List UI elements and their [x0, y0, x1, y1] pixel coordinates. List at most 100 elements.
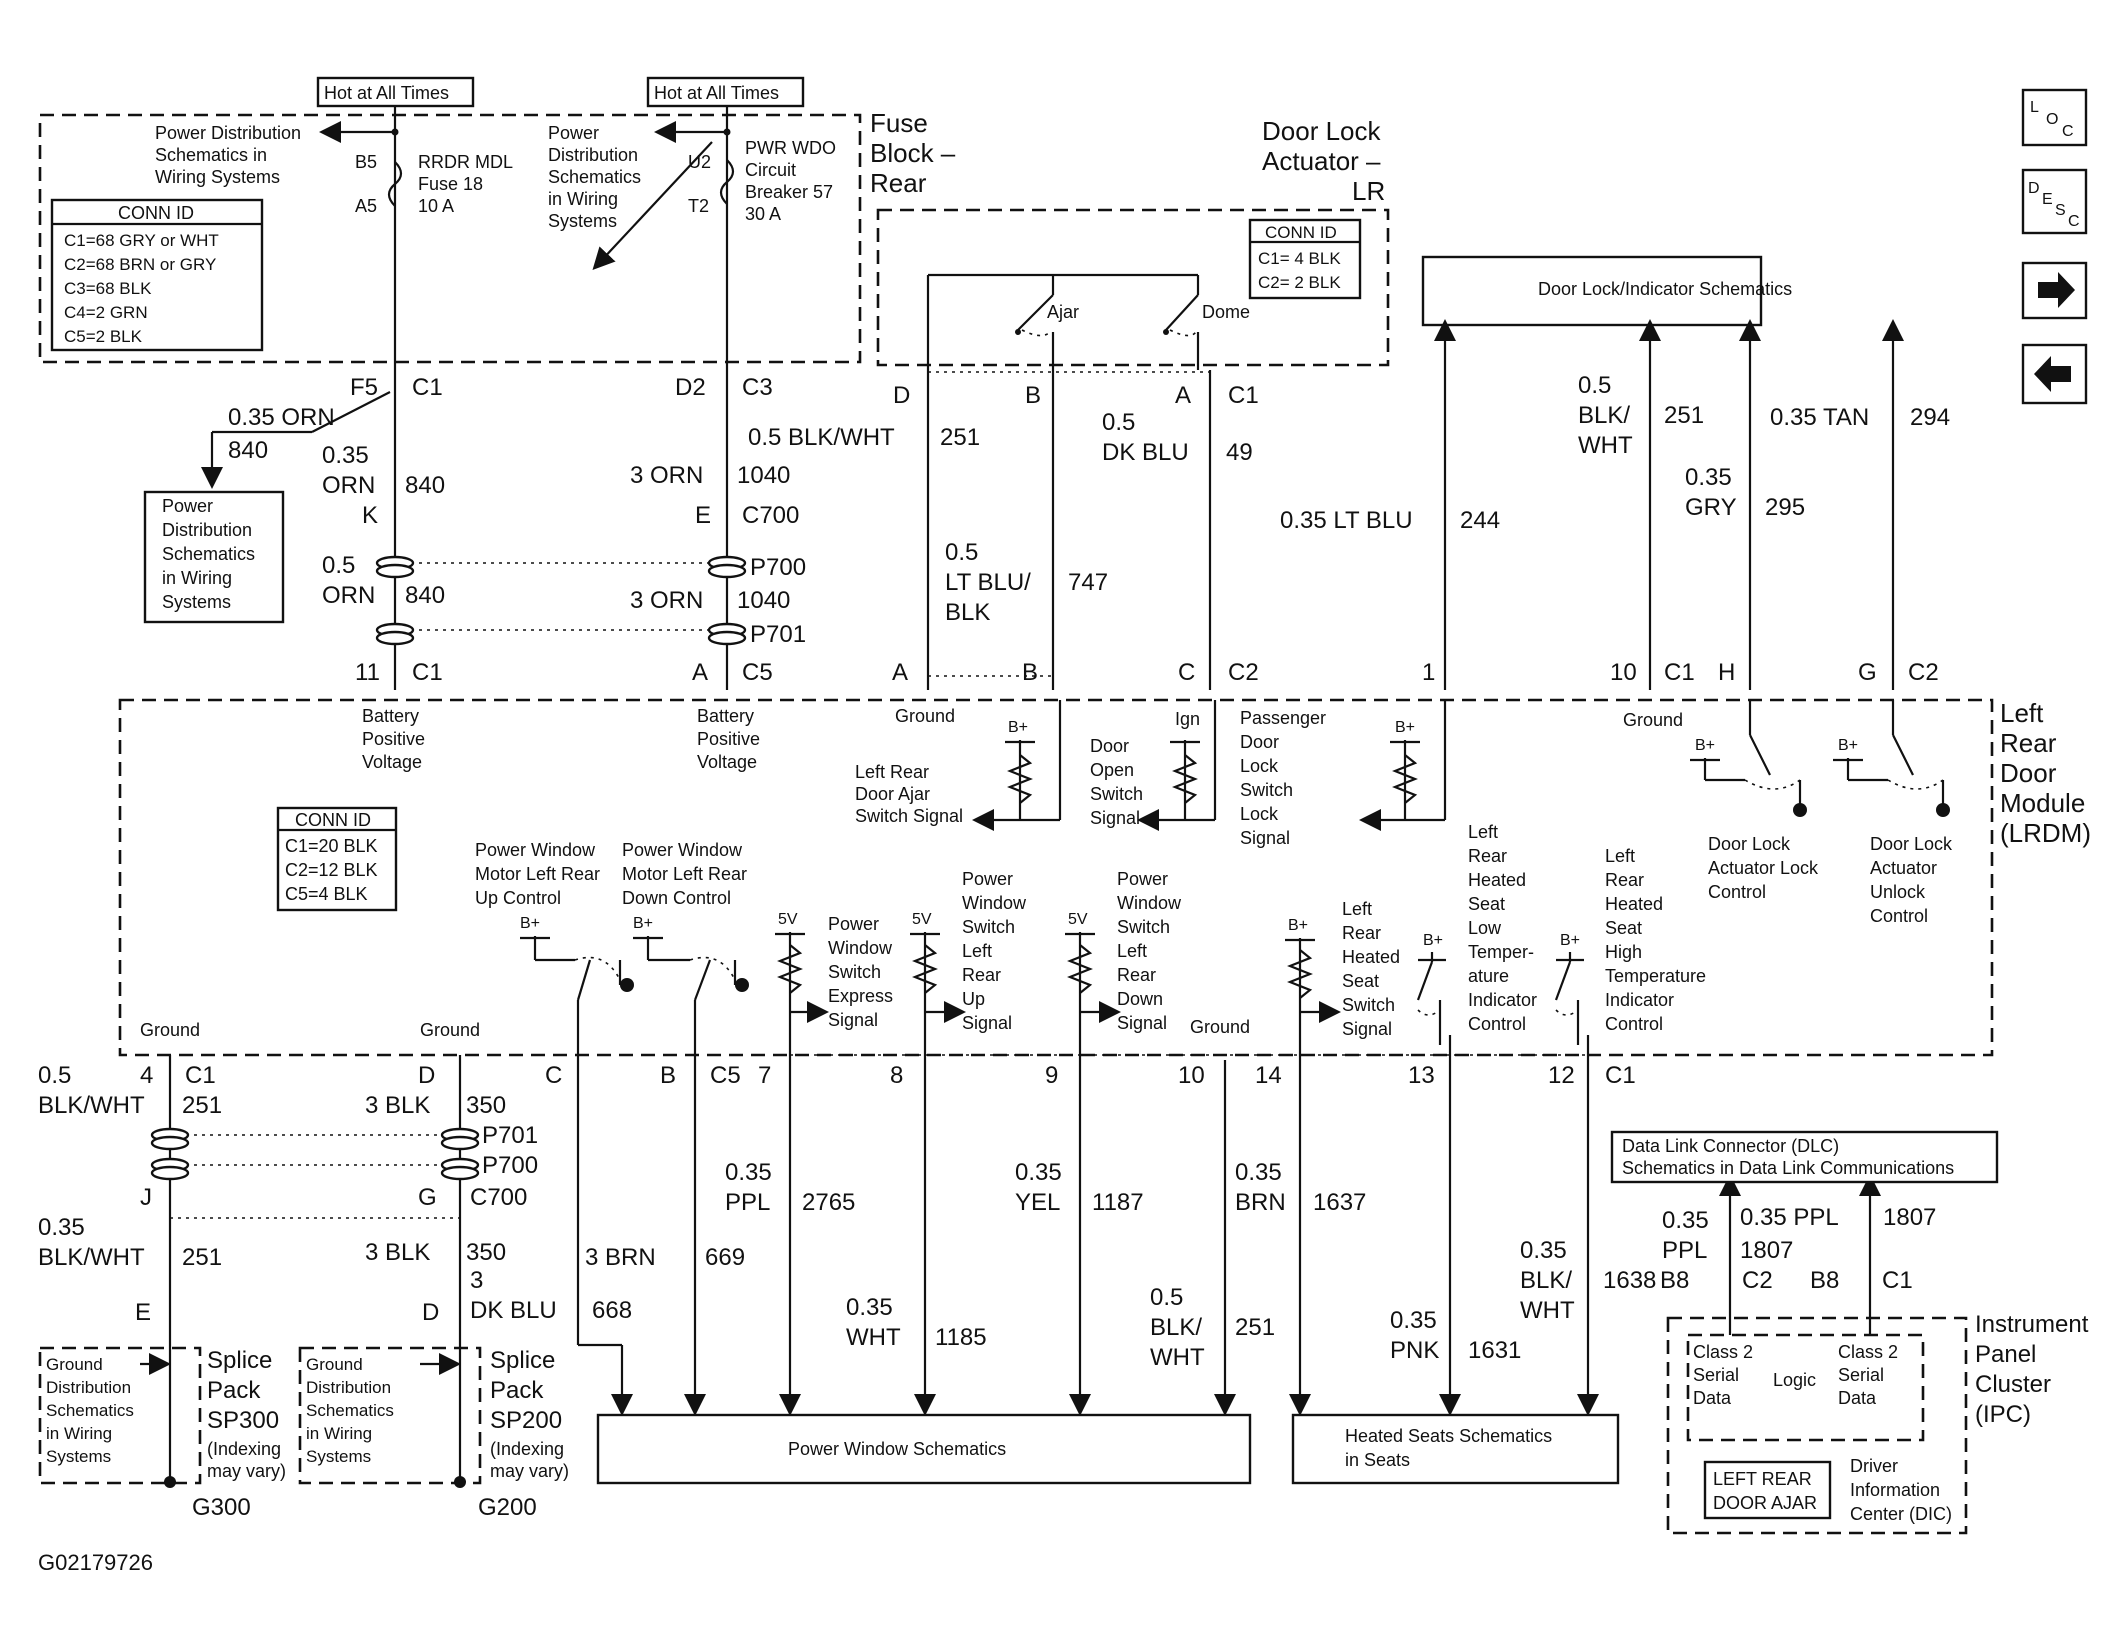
svg-text:Switch: Switch: [1240, 780, 1293, 800]
svg-text:Control: Control: [1605, 1014, 1663, 1034]
svg-text:(Indexing: (Indexing: [490, 1439, 564, 1459]
svg-text:(Indexing: (Indexing: [207, 1439, 281, 1459]
svg-text:Ground: Ground: [895, 706, 955, 726]
svg-text:Ground: Ground: [306, 1355, 363, 1374]
svg-text:12: 12: [1548, 1062, 1575, 1089]
svg-text:Systems: Systems: [162, 592, 231, 612]
left-rear-door-module: Left Rear Door Module (LRDM) CONN ID C1=…: [118, 698, 2091, 1060]
svg-text:0.5: 0.5: [322, 552, 355, 579]
svg-text:Block –: Block –: [870, 138, 956, 168]
svg-text:3 ORN: 3 ORN: [630, 587, 703, 614]
svg-text:O: O: [2046, 111, 2058, 128]
svg-text:Data Link Connector (DLC): Data Link Connector (DLC): [1622, 1136, 1839, 1156]
dlc-schematics-box[interactable]: [1610, 1130, 1999, 1184]
svg-text:Systems: Systems: [306, 1447, 371, 1466]
svg-text:Power Distribution: Power Distribution: [155, 123, 301, 143]
svg-text:Battery: Battery: [362, 706, 419, 726]
svg-text:Control: Control: [1468, 1014, 1526, 1034]
svg-text:Door Lock: Door Lock: [1708, 834, 1791, 854]
svg-text:GRY: GRY: [1685, 494, 1737, 521]
ground-icon: [1936, 803, 1950, 817]
svg-text:0.5: 0.5: [1102, 409, 1135, 436]
svg-text:P700: P700: [750, 554, 806, 581]
svg-text:10: 10: [1178, 1062, 1205, 1089]
svg-text:Switch: Switch: [962, 917, 1015, 937]
heated-seats-schematics-box[interactable]: [1291, 1413, 1620, 1485]
svg-text:C2: C2: [1228, 659, 1259, 686]
svg-text:Down Control: Down Control: [622, 888, 731, 908]
svg-text:Hot at All Times: Hot at All Times: [324, 83, 449, 103]
svg-text:Motor Left Rear: Motor Left Rear: [622, 864, 747, 884]
arrow-left-icon: [2034, 356, 2071, 392]
svg-text:DK BLU: DK BLU: [470, 1297, 557, 1324]
svg-text:PPL: PPL: [725, 1189, 770, 1216]
next-button[interactable]: [2021, 261, 2088, 320]
back-button[interactable]: [2021, 343, 2088, 405]
svg-text:Distribution: Distribution: [306, 1378, 391, 1397]
svg-text:Distribution: Distribution: [548, 145, 638, 165]
svg-text:7: 7: [758, 1062, 771, 1089]
svg-text:P701: P701: [750, 621, 806, 648]
svg-text:30 A: 30 A: [745, 204, 781, 224]
svg-text:WHT: WHT: [1578, 432, 1633, 459]
svg-text:D: D: [893, 382, 910, 409]
svg-text:Information: Information: [1850, 1480, 1940, 1500]
svg-text:Actuator: Actuator: [1870, 858, 1937, 878]
svg-text:Temperature: Temperature: [1605, 966, 1706, 986]
svg-text:Pack: Pack: [207, 1377, 261, 1404]
loc-button[interactable]: L O C: [2021, 88, 2088, 147]
door-lock-indicator-schematics-box[interactable]: [1421, 255, 1763, 327]
svg-text:251: 251: [940, 424, 980, 451]
svg-text:C: C: [545, 1062, 562, 1089]
svg-text:DOOR AJAR: DOOR AJAR: [1713, 1493, 1817, 1513]
svg-text:11: 11: [355, 659, 380, 686]
svg-text:0.35 ORN: 0.35 ORN: [228, 404, 335, 431]
svg-text:may vary): may vary): [490, 1461, 569, 1481]
svg-text:Switch: Switch: [1342, 995, 1395, 1015]
svg-text:Low: Low: [1468, 918, 1502, 938]
svg-text:K: K: [362, 502, 378, 529]
svg-text:294: 294: [1910, 404, 1950, 431]
svg-text:C1=20 BLK: C1=20 BLK: [285, 836, 378, 856]
svg-text:Splice: Splice: [207, 1347, 272, 1374]
svg-text:A: A: [692, 659, 708, 686]
svg-text:S: S: [2055, 202, 2066, 219]
svg-text:0.35 PPL: 0.35 PPL: [1740, 1204, 1839, 1231]
svg-text:Signal: Signal: [1240, 828, 1290, 848]
desc-button[interactable]: D E S C: [2021, 168, 2088, 235]
svg-text:C2: C2: [1908, 659, 1939, 686]
svg-text:Left: Left: [1342, 899, 1372, 919]
power-window-schematics-box[interactable]: [596, 1413, 1252, 1485]
svg-text:0.35: 0.35: [38, 1214, 85, 1241]
svg-text:B5: B5: [355, 152, 377, 172]
svg-text:Left: Left: [1117, 941, 1147, 961]
svg-text:C1: C1: [185, 1062, 216, 1089]
svg-text:Ground: Ground: [46, 1355, 103, 1374]
power-distribution-schematics-box[interactable]: [143, 490, 285, 624]
svg-text:C: C: [1178, 659, 1195, 686]
svg-text:Power: Power: [828, 914, 879, 934]
svg-text:0.35: 0.35: [1662, 1207, 1709, 1234]
svg-text:in Seats: in Seats: [1345, 1450, 1410, 1470]
svg-text:B: B: [1025, 382, 1041, 409]
svg-text:Power Window: Power Window: [475, 840, 596, 860]
svg-text:Rear: Rear: [962, 965, 1001, 985]
svg-text:YEL: YEL: [1015, 1189, 1060, 1216]
svg-text:Serial: Serial: [1838, 1365, 1884, 1385]
svg-text:Signal: Signal: [1342, 1019, 1392, 1039]
svg-text:Systems: Systems: [46, 1447, 111, 1466]
svg-text:Fuse 18: Fuse 18: [418, 174, 483, 194]
svg-text:4: 4: [140, 1062, 153, 1089]
svg-text:Distribution: Distribution: [162, 520, 252, 540]
svg-text:0.35: 0.35: [846, 1294, 893, 1321]
svg-text:B+: B+: [1838, 737, 1858, 754]
svg-text:Fuse: Fuse: [870, 108, 928, 138]
svg-text:Positive: Positive: [697, 729, 760, 749]
svg-text:Rear: Rear: [2000, 728, 2057, 758]
svg-text:Center (DIC): Center (DIC): [1850, 1504, 1952, 1524]
svg-text:L: L: [2030, 99, 2039, 116]
svg-text:D: D: [422, 1299, 439, 1326]
svg-text:C700: C700: [742, 502, 799, 529]
svg-text:Seat: Seat: [1342, 971, 1379, 991]
svg-text:5V: 5V: [1068, 911, 1088, 928]
